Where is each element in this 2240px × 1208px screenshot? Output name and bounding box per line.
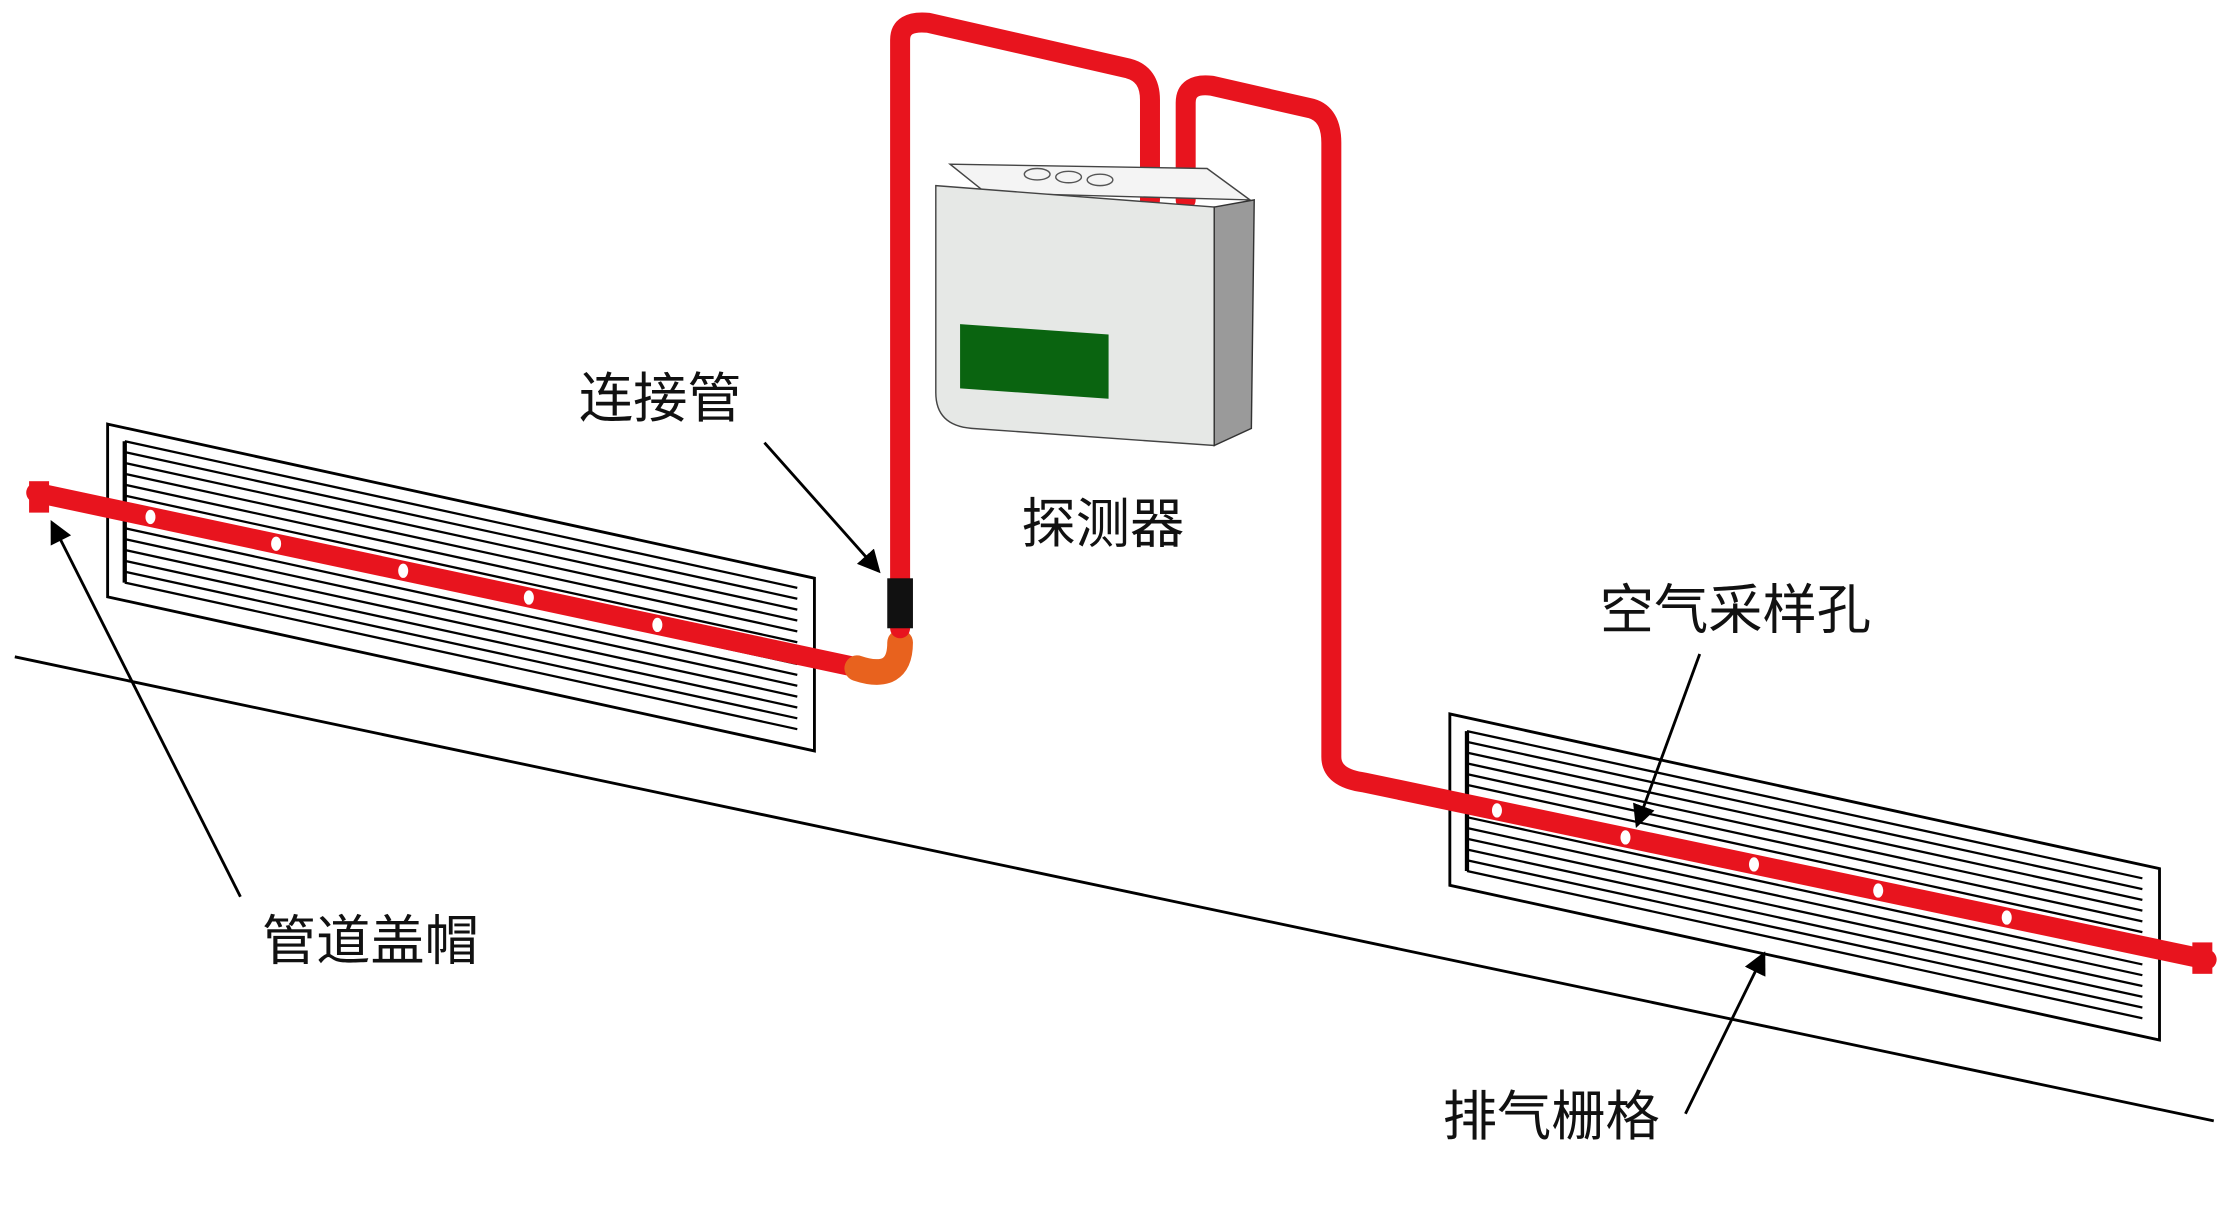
label-sampling-hole: 空气采样孔 (1600, 578, 1871, 641)
sampling-holes (145, 509, 2012, 925)
grille-slat (1466, 740, 2143, 891)
connector-sleeve (887, 578, 913, 629)
grille-slat (1466, 762, 2143, 912)
grille-slat (124, 483, 798, 633)
sampling-hole (398, 563, 409, 578)
grille-slat (1466, 826, 2143, 977)
grille-slat (124, 559, 798, 709)
grille-slat (1466, 848, 2143, 998)
detector-unit (935, 163, 1255, 447)
grille-slat (124, 440, 798, 589)
sampling-hole (523, 590, 534, 605)
riser-pipe-right (1175, 75, 2217, 970)
sampling-hole (2001, 910, 2012, 925)
end-cap-left (29, 481, 50, 513)
grille-slat (1466, 837, 2143, 988)
floor-line (14, 655, 2215, 1123)
label-detector: 探测器 (1021, 493, 1184, 556)
left-sampling-pipe (26, 482, 885, 682)
grille-slat (1466, 869, 2143, 1020)
grille-slat (1466, 783, 2143, 934)
grille-slat (124, 570, 798, 720)
sampling-hole (652, 617, 663, 633)
grille-slat (1466, 773, 2143, 923)
detector-side (1213, 199, 1255, 447)
label-connector-pipe: 连接管 (579, 367, 742, 430)
grille-slat (124, 461, 798, 611)
grille-slat (124, 537, 798, 687)
riser-pipe-left (890, 12, 1160, 639)
sampling-hole (145, 509, 156, 525)
grille-slat (124, 494, 798, 644)
connector-pipe-arrow (763, 441, 881, 574)
detector-front (935, 184, 1215, 447)
grille-slat (124, 581, 798, 731)
sampling-hole-arrow (1633, 653, 1702, 829)
sampling-hole (1491, 803, 1502, 818)
grille-slat (124, 527, 798, 676)
grille-slat (1466, 751, 2143, 901)
end-cap-arrow (50, 520, 242, 898)
end-cap-right (2192, 942, 2213, 974)
exhaust-grille-arrow (1684, 951, 1766, 1115)
sampling-hole (1748, 857, 1759, 872)
sampling-hole (271, 536, 282, 551)
label-end-cap: 管道盖帽 (262, 910, 479, 973)
grille-slat (124, 450, 798, 600)
detector-display (960, 324, 1109, 399)
sampling-hole (1873, 883, 1884, 898)
label-exhaust-grille: 排气栅格 (1443, 1085, 1660, 1148)
sampling-pipe-network (26, 12, 2217, 974)
sampling-hole (1620, 830, 1631, 845)
grille-slat (1466, 729, 2143, 880)
grille-slat (1466, 816, 2143, 966)
grille-slat (1466, 859, 2143, 1009)
grille-slat (124, 548, 798, 698)
grille-slat (124, 472, 798, 622)
connector-pipe-elbow (844, 629, 913, 685)
detector-buttons (1023, 167, 1114, 187)
